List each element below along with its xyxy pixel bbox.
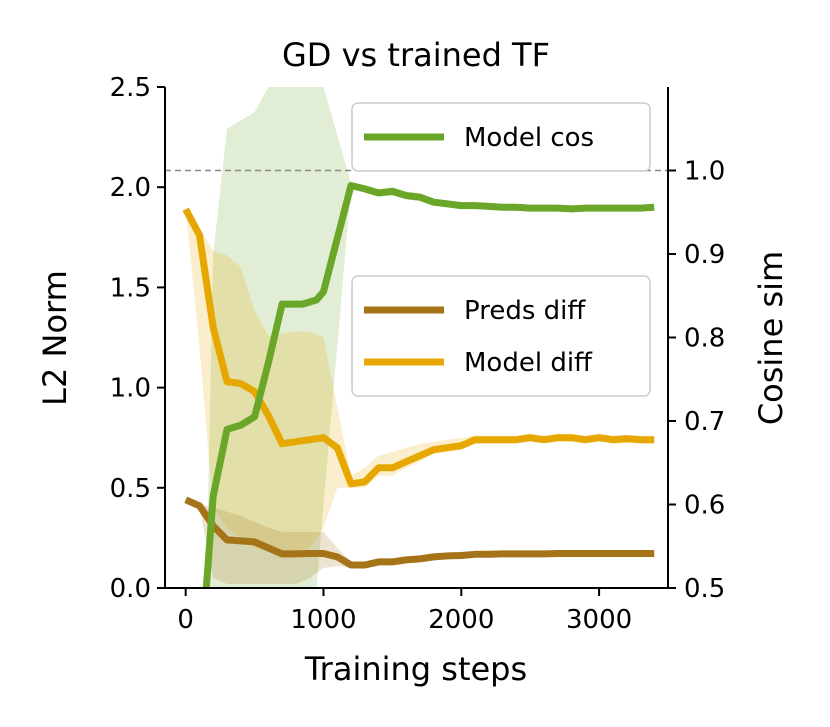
axes: 0 1000 2000 3000 0.0 0.5 1.0 1.5 2.0 2.5 0.5 0.6 0.7… (110, 73, 726, 635)
y-tick-label: 2.5 (110, 73, 151, 103)
band-preds-diff (185, 499, 655, 584)
legend-box: Model cos (351, 102, 651, 172)
x-tick-label: 0 (177, 605, 194, 635)
y2-tick-label: 0.8 (684, 324, 725, 354)
y2-tick-label: 0.6 (684, 491, 725, 521)
legend-frame (351, 102, 651, 172)
legend-label-model-cos: Model cos (464, 123, 594, 153)
y-tick-label: 1.0 (110, 374, 151, 404)
legend-frame (351, 275, 651, 397)
y2-tick-label: 0.7 (684, 407, 725, 437)
y2-axis-label: Cosine sim (752, 251, 790, 425)
y2-tick-label: 1.0 (684, 157, 725, 187)
y2-tick-label: 0.9 (684, 240, 725, 270)
y-tick-label: 0.5 (110, 474, 151, 504)
x-axis-label: Training steps (304, 650, 527, 688)
x-tick-label: 2000 (428, 605, 494, 635)
y-tick-label: 2.0 (110, 173, 151, 203)
chart-title: GD vs trained TF (282, 36, 550, 74)
band-model-cos (206, 87, 655, 588)
y-tick-label: 0.0 (110, 574, 151, 604)
y-axis-label: L2 Norm (36, 270, 74, 406)
uncertainty-bands (185, 87, 655, 588)
legend-label-model-diff: Model diff (464, 348, 593, 378)
series-lines (182, 182, 655, 588)
x-tick-label: 3000 (566, 605, 632, 635)
line-model-cos (202, 182, 655, 588)
line-model-diff (182, 207, 655, 488)
legend-label-preds-diff: Preds diff (464, 296, 586, 326)
y2-tick-label: 0.5 (684, 574, 725, 604)
y-tick-label: 1.5 (110, 273, 151, 303)
band-model-diff (185, 209, 655, 558)
x-tick-label: 1000 (290, 605, 356, 635)
line-preds-diff (184, 496, 655, 569)
